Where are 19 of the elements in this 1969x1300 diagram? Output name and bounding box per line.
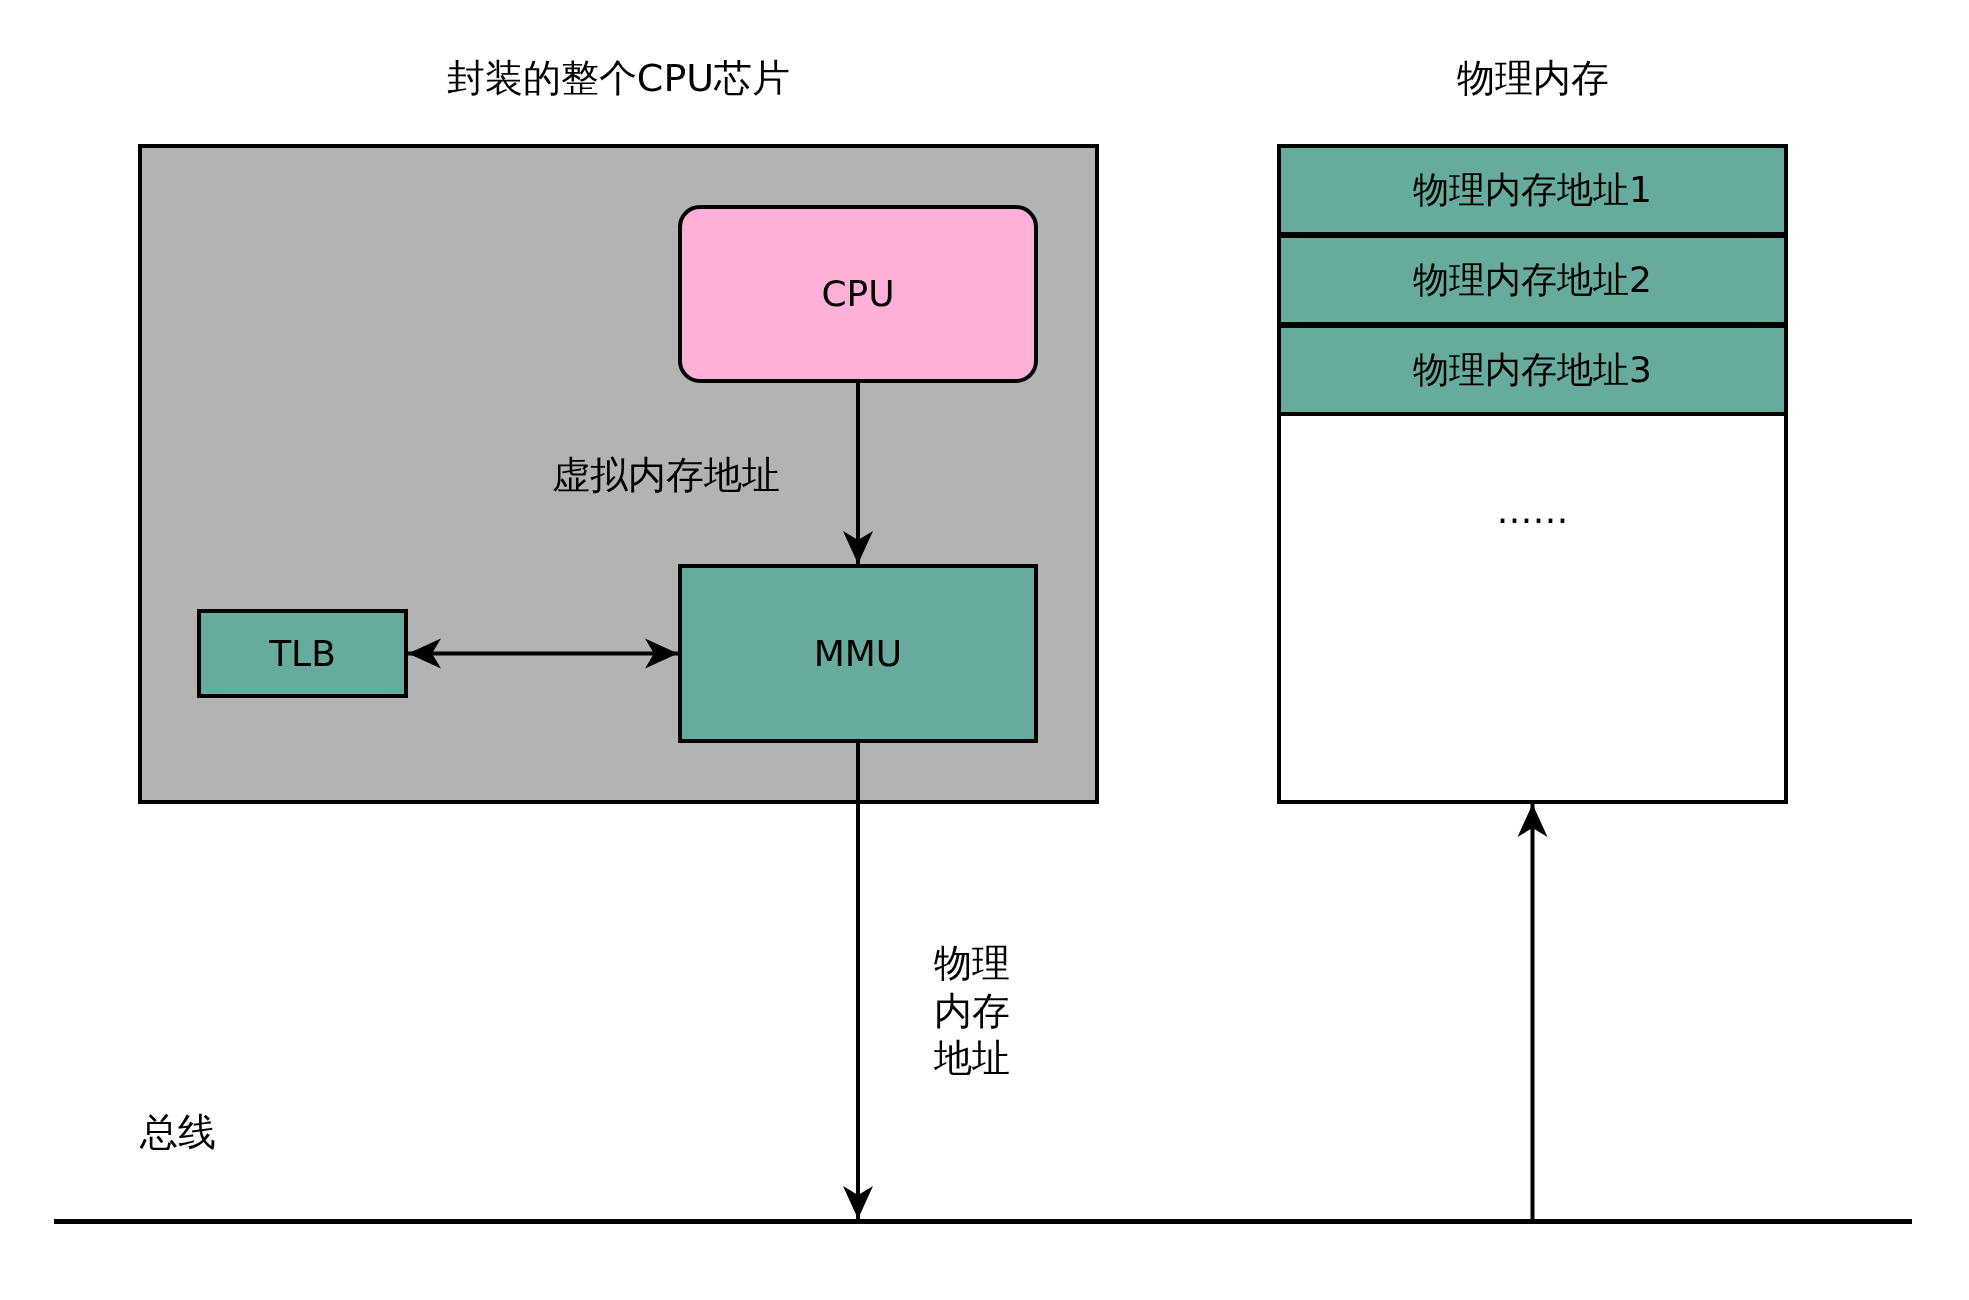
process-box (197, 609, 408, 698)
arrow (1517, 804, 1548, 1219)
node-label: CPU (820, 272, 896, 316)
heading: 封装的整个CPU芯片 (445, 56, 792, 102)
node-label: 物理内存地址3 (1412, 348, 1653, 392)
arrow (408, 638, 678, 669)
bus-label: 总线 (140, 1110, 216, 1156)
edge-label: 物理内存地址 (934, 940, 1010, 1082)
node-label: MMU (812, 631, 904, 676)
arrow (843, 383, 873, 564)
node-label: 物理内存地址2 (1412, 258, 1653, 302)
process-box (678, 564, 1038, 743)
edge-label: 虚拟内存地址 (552, 452, 780, 499)
heading: 物理内存 (1455, 56, 1610, 102)
arrow (843, 743, 873, 1219)
process-box (678, 205, 1038, 383)
ellipsis-text: …… (1495, 489, 1570, 533)
node-label: 物理内存地址1 (1412, 168, 1653, 212)
node-label: TLB (268, 631, 337, 676)
